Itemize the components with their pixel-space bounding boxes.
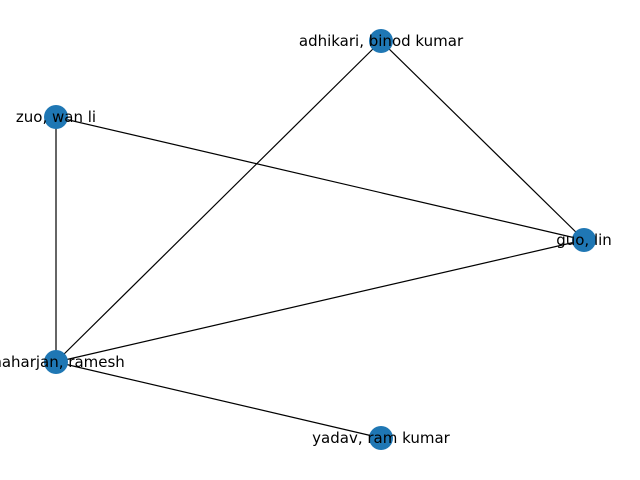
node-yadav: [369, 426, 393, 450]
node-label-maharjan: maharjan, ramesh: [0, 353, 125, 371]
edge-zuo-guo: [55, 116, 585, 241]
node-label-guo: guo, lin: [556, 231, 612, 249]
node-zuo: [44, 105, 68, 129]
labels-layer: adhikari, binod kumar zuo, wan li guo, lin…: [0, 32, 612, 447]
edge-maharjan-guo: [55, 239, 585, 363]
node-adhikari: [369, 29, 393, 53]
node-label-zuo: zuo, wan li: [16, 108, 96, 126]
node-maharjan: [44, 350, 68, 374]
node-guo: [572, 228, 596, 252]
edge-adhikari-guo: [380, 40, 585, 241]
node-label-adhikari: adhikari, binod kumar: [299, 32, 464, 50]
edge-maharjan-yadav: [55, 361, 382, 439]
nodes-layer: [44, 29, 596, 450]
edges-layer: [55, 40, 585, 439]
node-label-yadav: yadav, ram kumar: [312, 429, 450, 447]
edge-adhikari-maharjan: [55, 40, 382, 363]
